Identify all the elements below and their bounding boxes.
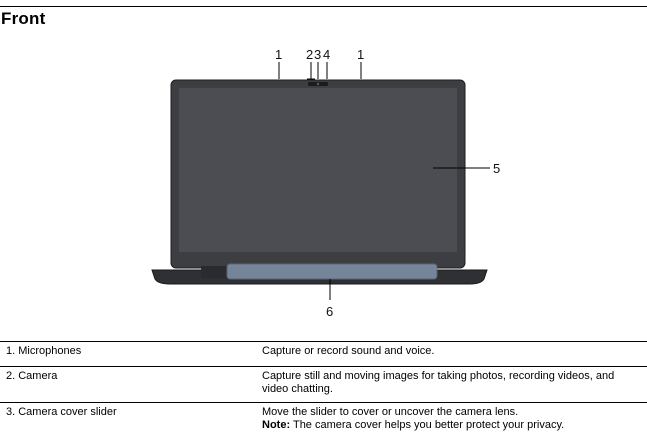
- table-row: 2. Camera Capture still and moving image…: [0, 366, 647, 402]
- top-rule: [0, 6, 647, 7]
- item-name: 3. Camera cover slider: [6, 406, 117, 418]
- callout-5: 5: [493, 161, 501, 176]
- section-title: Front: [1, 9, 46, 28]
- item-description: Capture still and moving images for taki…: [262, 370, 615, 395]
- note-line: Note: The camera cover helps you better …: [262, 419, 640, 432]
- callout-6: 6: [326, 304, 334, 319]
- table-row: 3. Camera cover slider Move the slider t…: [0, 402, 647, 443]
- callout-1-left: 1: [275, 47, 283, 62]
- laptop-front-figure: 1 2 3 4 1 5 6: [151, 47, 501, 319]
- item-description-block: Move the slider to cover or uncover the …: [262, 406, 640, 432]
- camera-lens: [316, 82, 320, 86]
- note-label: Note:: [262, 419, 291, 431]
- callout-1-right: 1: [357, 47, 365, 62]
- laptop-screen: [179, 88, 457, 252]
- callout-3: 3: [314, 47, 322, 62]
- callout-4: 4: [323, 47, 331, 62]
- item-name: 2. Camera: [6, 370, 58, 382]
- table-row: 1. Microphones Capture or record sound a…: [0, 341, 647, 366]
- item-description: Move the slider to cover or uncover the …: [262, 406, 519, 418]
- feature-table: 1. Microphones Capture or record sound a…: [0, 341, 647, 443]
- laptop-illustration: [151, 62, 490, 300]
- speaker-highlight: [226, 263, 438, 280]
- item-name: 1. Microphones: [6, 345, 82, 357]
- item-description: Capture or record sound and voice.: [262, 345, 435, 357]
- note-text: The camera cover helps you better protec…: [292, 419, 565, 431]
- callout-2: 2: [306, 47, 314, 62]
